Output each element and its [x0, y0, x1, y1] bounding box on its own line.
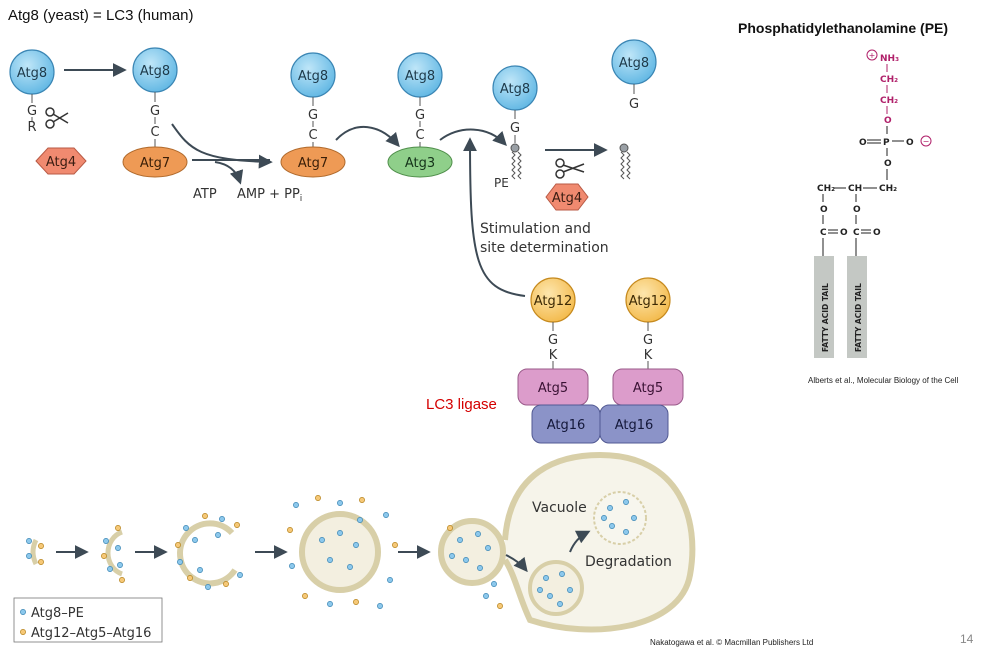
scissors-icon	[45, 107, 69, 129]
ch2-label: CH₂	[880, 96, 898, 106]
arrow	[171, 123, 273, 169]
p-label: P	[883, 138, 890, 148]
c-residue: C	[308, 128, 317, 143]
pe-headgroup	[619, 143, 629, 153]
atg8-label: Atg8	[298, 69, 328, 84]
nh3-label: NH₃	[880, 54, 899, 64]
nakatogawa-credit: Nakatogawa et al. © Macmillan Publishers…	[650, 638, 814, 647]
atg7-enzyme	[122, 146, 188, 178]
atp-arrow	[214, 161, 244, 185]
pe-tails	[511, 151, 522, 180]
c-label: C	[853, 228, 860, 238]
atg4-label: Atg4	[552, 191, 582, 206]
pe-structure: + NH₃ CH₂ CH₂ O O P O − O CH₂ CH CH₂ O C…	[814, 49, 932, 358]
atg7-enzyme	[280, 146, 346, 178]
atg12-complex-2: Atg12 G K Atg5 Atg16	[599, 277, 684, 444]
membrane-panel: Vacuole Degradation Atg8–PE Atg12–Atg5–A…	[13, 451, 696, 643]
ch2-label: CH₂	[817, 184, 835, 194]
atg8-precursor: Atg8	[9, 49, 55, 95]
atg7-label: Atg7	[298, 156, 328, 171]
pe-tails	[620, 151, 631, 180]
arrow	[569, 530, 591, 553]
fatty-acid-tail-1	[814, 256, 834, 358]
g-residue: G	[308, 108, 318, 123]
atg3-enzyme	[387, 146, 453, 178]
atg5-label: Atg5	[538, 381, 568, 396]
c-residue: C	[150, 125, 159, 140]
o-label: O	[884, 159, 892, 169]
o-label: O	[840, 228, 848, 238]
atg16-label: Atg16	[615, 418, 654, 433]
atg12-label: Atg12	[629, 294, 668, 309]
o-label: O	[820, 205, 828, 215]
fatty-acid-tail-label: FATTY ACID TAIL	[821, 283, 830, 352]
lc3-ligase-label: LC3 ligase	[426, 396, 497, 413]
g-residue: G	[510, 121, 520, 136]
site-determination-label: site determination	[480, 240, 609, 256]
page-number: 14	[960, 632, 974, 646]
scissors-icon	[555, 158, 585, 179]
arrow	[439, 128, 507, 147]
k-residue: K	[644, 348, 653, 363]
g-residue: G	[150, 104, 160, 119]
o-label: O	[853, 205, 861, 215]
g-residue: G	[27, 104, 37, 119]
atg4-enzyme	[545, 183, 589, 211]
atg7-label: Atg7	[140, 156, 170, 171]
legend-item-atg12-complex: Atg12–Atg5–Atg16	[31, 626, 151, 641]
r-residue: R	[27, 120, 36, 135]
k-residue: K	[549, 348, 558, 363]
atp-label: ATP	[193, 187, 217, 202]
g-residue: G	[415, 108, 425, 123]
g-residue: G	[548, 333, 558, 348]
vacuole-label: Vacuole	[532, 500, 587, 516]
arrow	[335, 125, 400, 148]
g-residue: G	[629, 97, 639, 112]
legend-swatch-atg8-pe	[20, 609, 26, 615]
atg8-label: Atg8	[140, 64, 170, 79]
minus-charge-icon	[920, 135, 932, 147]
atg12-label: Atg12	[534, 294, 573, 309]
atg8-label: Atg8	[619, 56, 649, 71]
degradation-label: Degradation	[585, 554, 672, 570]
atg4-enzyme: Atg4	[35, 147, 87, 175]
pe-label: PE	[494, 176, 509, 190]
g-residue: G	[643, 333, 653, 348]
ch2-label: CH₂	[879, 184, 897, 194]
amp-ppi-label: AMP + PPi	[237, 187, 302, 204]
o-label: O	[859, 138, 867, 148]
o-label: O	[884, 116, 892, 126]
atg4-label: Atg4	[46, 155, 76, 170]
pe-headgroup	[510, 143, 520, 153]
atg3-label: Atg3	[405, 156, 435, 171]
arrow	[505, 554, 528, 573]
stimulation-label: Stimulation and	[480, 221, 591, 237]
c-residue: C	[415, 128, 424, 143]
o-label: O	[906, 138, 914, 148]
fatty-acid-tail-2	[847, 256, 867, 358]
ch-label: CH	[848, 184, 862, 194]
pe-structure-title: Phosphatidylethanolamine (PE)	[738, 20, 949, 36]
atg5-label: Atg5	[633, 381, 663, 396]
atg8-label: Atg8	[405, 69, 435, 84]
atg16-label: Atg16	[547, 418, 586, 433]
c-label: C	[820, 228, 827, 238]
legend-item-atg8-pe: Atg8–PE	[31, 606, 84, 621]
ch2-label: CH₂	[880, 75, 898, 85]
minus-charge: −	[923, 137, 930, 146]
slide-title: Atg8 (yeast) = LC3 (human)	[8, 7, 194, 24]
legend-swatch-atg12-complex	[20, 629, 26, 635]
atg8-label: Atg8	[500, 82, 530, 97]
atg12-complex-1: Atg12 G K Atg5 Atg16	[517, 277, 601, 444]
alberts-credit: Alberts et al., Molecular Biology of the…	[808, 376, 959, 385]
atg8-label: Atg8	[17, 66, 47, 81]
legend-box	[13, 597, 163, 643]
o-label: O	[873, 228, 881, 238]
plus-charge-icon	[866, 49, 878, 61]
stimulation-arrow	[463, 137, 526, 297]
fatty-acid-tail-label: FATTY ACID TAIL	[854, 283, 863, 352]
plus-charge: +	[869, 51, 876, 60]
